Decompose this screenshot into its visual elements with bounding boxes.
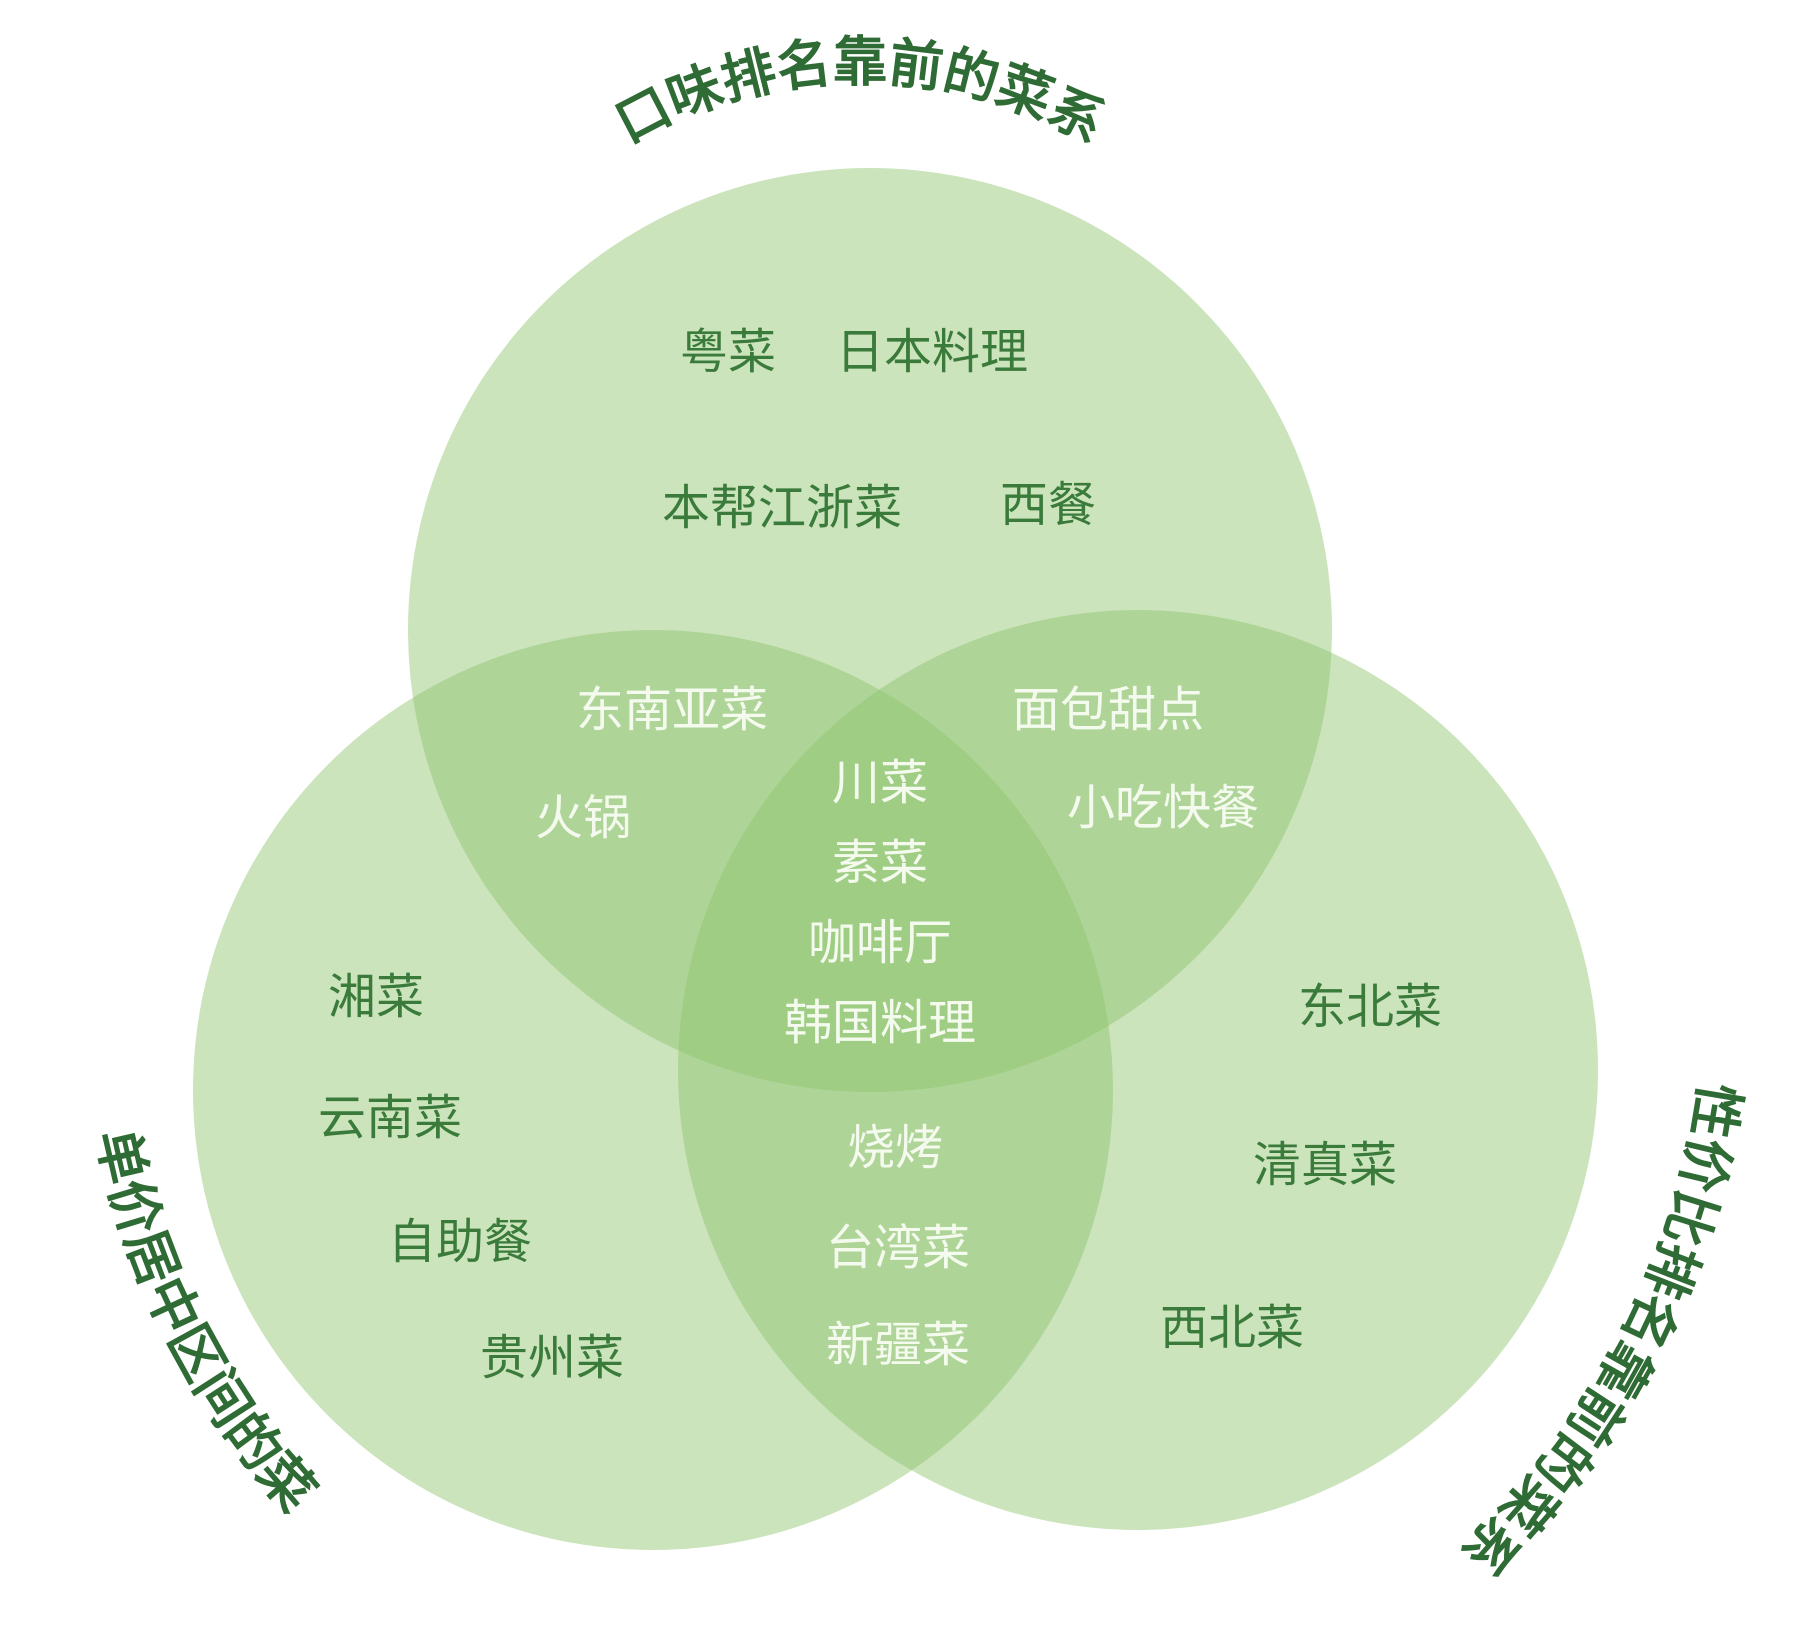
top-left-item: 东南亚菜: [576, 682, 768, 738]
top-set-circle: [408, 168, 1332, 1092]
right-item: 西北菜: [1160, 1300, 1304, 1356]
left-item: 贵州菜: [480, 1330, 624, 1386]
center-item: 韩国料理: [784, 995, 976, 1051]
right-item: 东北菜: [1298, 979, 1442, 1035]
top-item: 日本料理: [836, 324, 1028, 380]
left-item: 自助餐: [388, 1214, 532, 1270]
left-item: 云南菜: [318, 1090, 462, 1146]
right-set-circle: [678, 610, 1598, 1530]
top-right-item: 小吃快餐: [1067, 780, 1259, 836]
left-item: 湘菜: [328, 969, 424, 1025]
left-right-item: 台湾菜: [826, 1220, 970, 1276]
top-left-item: 火锅: [535, 790, 631, 846]
left-set-circle: [193, 630, 1113, 1550]
center-item: 川菜: [832, 755, 928, 811]
top-set-title: 口味排名靠前的菜系: [605, 31, 1115, 156]
left-right-item: 新疆菜: [826, 1317, 970, 1373]
center-item: 咖啡厅: [808, 915, 952, 971]
top-item: 西餐: [1000, 477, 1096, 533]
top-item: 本帮江浙菜: [662, 480, 902, 536]
top-right-item: 面包甜点: [1012, 682, 1204, 738]
left-right-item: 烧烤: [847, 1120, 943, 1176]
center-item: 素菜: [832, 835, 928, 891]
top-item: 粤菜: [680, 324, 776, 380]
right-item: 清真菜: [1253, 1137, 1397, 1193]
